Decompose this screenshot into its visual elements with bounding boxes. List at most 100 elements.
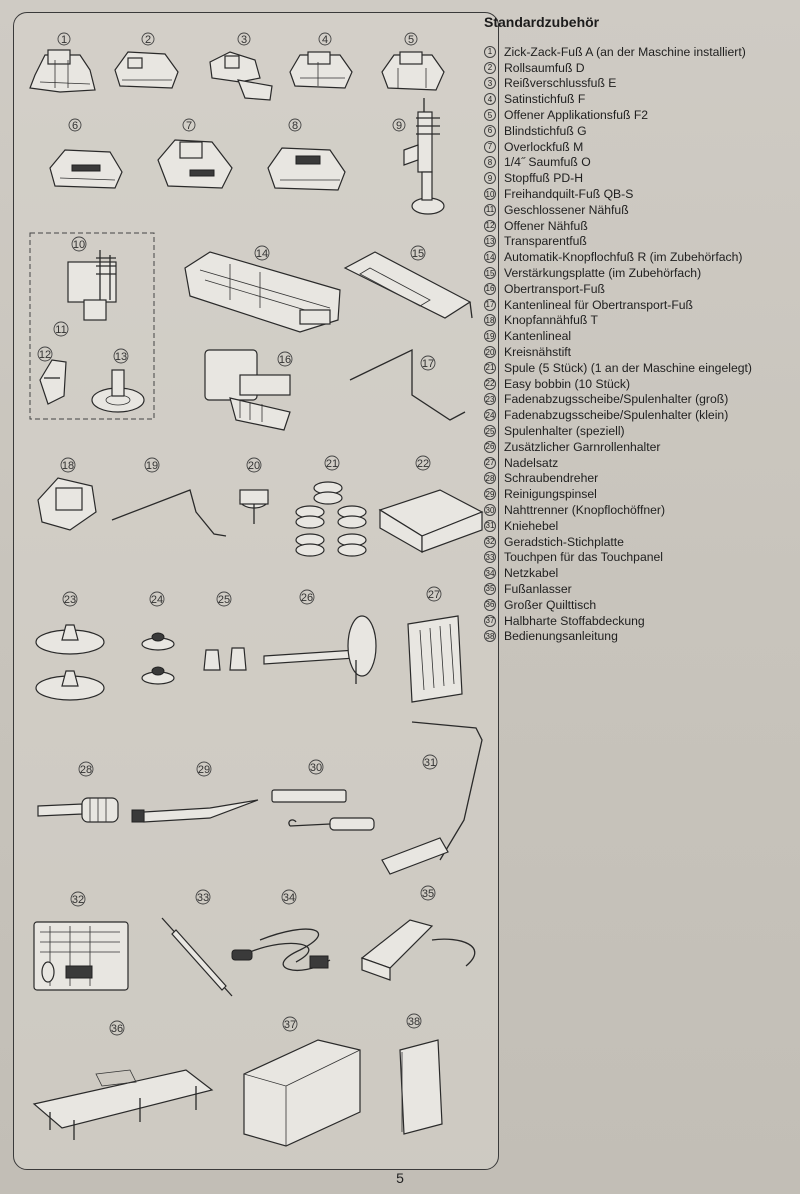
callout-32: 32	[70, 891, 86, 907]
callout-18: 18	[60, 457, 76, 473]
svg-text:21: 21	[326, 458, 338, 470]
item-number: 30	[484, 504, 496, 516]
callout-19: 19	[144, 457, 160, 473]
callout-29: 29	[196, 761, 212, 777]
svg-text:27: 27	[428, 589, 440, 601]
item-number: 37	[484, 614, 496, 627]
item-label: Nahttrenner (Knopflochöffner)	[504, 503, 666, 517]
item-label: Easy bobbin (10 Stück)	[504, 376, 631, 391]
item-number: 4	[484, 93, 496, 106]
item-label: Stopffuß PD-H	[504, 171, 584, 186]
svg-text:31: 31	[424, 757, 436, 769]
item-number: 28	[484, 472, 496, 485]
callout-11: 11	[53, 321, 69, 337]
item-number: 1	[484, 45, 496, 58]
item-label: Kreisnähstift	[504, 345, 572, 360]
item-label: Fadenabzugsscheibe/Spulenhalter (groß)	[504, 392, 729, 407]
item-label: Spulenhalter (speziell)	[504, 424, 625, 439]
item-number: 38	[484, 630, 496, 643]
list-item: 7 Overlockfuß M	[484, 139, 796, 155]
svg-text:29: 29	[198, 764, 210, 776]
easy-bobbin-case-illustration	[378, 489, 484, 554]
item-number: 34	[484, 567, 496, 580]
item-number: 19	[484, 330, 496, 343]
item-number: 25	[484, 425, 496, 438]
callout-23: 23	[62, 591, 78, 607]
list-item: 30 Nahttrenner (Knopflochöffner)	[484, 502, 796, 518]
touch-pen-illustration	[161, 917, 233, 997]
callout-12: 12	[37, 346, 53, 362]
screwdriver-illustration	[37, 797, 119, 823]
quarter-inch-foot-o-illustration	[267, 147, 346, 191]
item-label: Knopfannähfuß T	[504, 313, 598, 328]
svg-text:25: 25	[218, 594, 230, 606]
item-number: 16	[484, 282, 496, 295]
item-label: Bedienungsanleitung	[504, 629, 618, 644]
item-number: 35	[484, 582, 496, 595]
foot-controller-illustration	[360, 919, 476, 981]
svg-text:17: 17	[422, 358, 434, 370]
callout-4: 4	[318, 32, 332, 46]
item-number: 7	[484, 140, 496, 153]
callout-14: 14	[254, 245, 270, 261]
closed-toe-foot-illustration	[39, 359, 67, 405]
transparent-foot-illustration	[91, 369, 145, 413]
svg-text:35: 35	[422, 888, 434, 900]
svg-text:18: 18	[62, 460, 74, 472]
rolled-hem-foot-d-illustration	[114, 51, 179, 89]
item-label: Kantenlineal für Obertransport-Fuß	[504, 297, 693, 312]
svg-text:10: 10	[73, 239, 85, 251]
list-item: 38 Bedienungsanleitung	[484, 628, 796, 644]
seam-ripper-illustration	[271, 789, 375, 831]
item-label: Transparentfuß	[504, 234, 587, 249]
svg-text:36: 36	[111, 1023, 123, 1035]
satin-stitch-foot-f-illustration	[289, 51, 353, 89]
item-label: Overlockfuß M	[504, 139, 584, 154]
item-number: 21	[484, 361, 496, 374]
item-number: 15	[484, 267, 496, 280]
item-label: Geschlossener Nähfuß	[504, 202, 629, 217]
callout-15: 15	[410, 245, 426, 261]
svg-text:24: 24	[151, 594, 163, 606]
item-label: Obertransport-Fuß	[504, 281, 605, 296]
overlock-foot-m-illustration	[157, 139, 233, 189]
callout-7: 7	[182, 118, 196, 132]
callout-13: 13	[113, 348, 129, 364]
open-applique-foot-f2-illustration	[381, 51, 445, 91]
free-motion-quilt-foot-qb-s-illustration	[67, 250, 117, 321]
callout-35: 35	[420, 885, 436, 901]
page-number: 5	[396, 1170, 404, 1186]
item-number: 27	[484, 456, 496, 469]
svg-text:2: 2	[145, 34, 151, 46]
svg-text:1: 1	[61, 34, 67, 46]
semi-hard-cover-illustration	[243, 1039, 361, 1147]
svg-text:4: 4	[322, 34, 328, 46]
svg-text:26: 26	[301, 592, 313, 604]
callout-16: 16	[277, 351, 293, 367]
callout-30: 30	[308, 759, 324, 775]
item-label: Offener Applikationsfuß F2	[504, 108, 649, 123]
presser-foot-a-illustration	[29, 49, 96, 93]
bobbins-illustration	[295, 481, 367, 557]
list-item: 25 Spulenhalter (speziell)	[484, 423, 796, 439]
svg-text:13: 13	[115, 351, 127, 363]
power-cord-illustration	[231, 928, 331, 971]
